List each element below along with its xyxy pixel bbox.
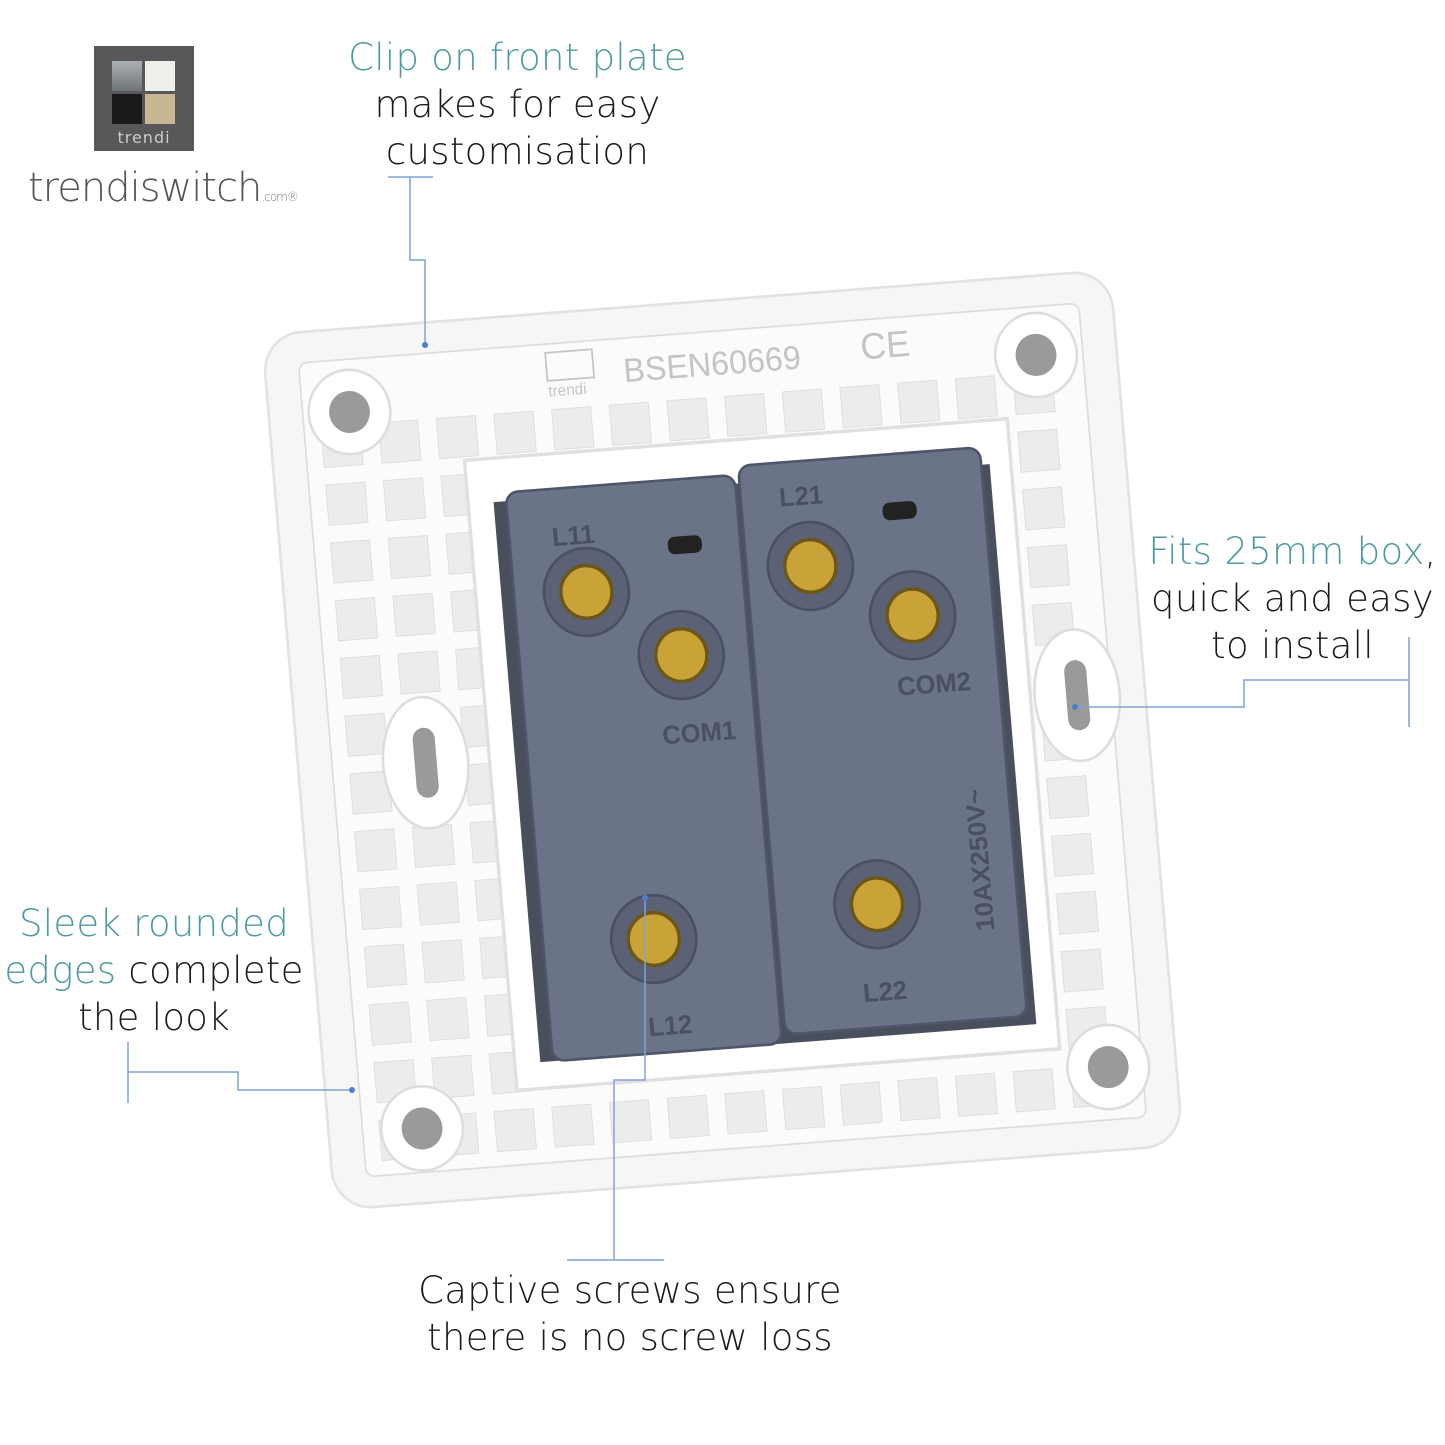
marking-l11: L11 — [551, 521, 596, 553]
frame-rib-cell — [1017, 428, 1061, 473]
logo-tile-gold — [145, 94, 175, 124]
frame-rib-cell — [1026, 544, 1071, 589]
frame-rib-cell — [608, 401, 653, 446]
callout-clip-on-plate: Clip on front plate makes for easy custo… — [300, 34, 735, 175]
marking-com2: COM2 — [896, 668, 972, 702]
callout-captive-line1: Captive screws ensure — [418, 1269, 842, 1312]
frame-rib-cell — [411, 823, 456, 868]
logo-tile-white — [145, 61, 175, 91]
frame-rib-cell — [493, 1108, 537, 1153]
frame-rib-cell — [382, 477, 427, 522]
terminal-screws — [559, 537, 940, 968]
callout-sleek-line3: the look — [78, 996, 230, 1039]
frame-rib-cell — [339, 654, 384, 700]
leader-lines — [127, 176, 1410, 1261]
logo-tile-black — [112, 94, 142, 124]
fixing-holes — [307, 311, 1151, 1172]
callout-sleek-edges: Sleek rounded edges complete the look — [0, 900, 308, 1041]
frame-rib-cell — [1055, 890, 1100, 935]
frame-rib-cell — [344, 712, 388, 757]
switch-mechanism: L11 L21 COM1 COM2 L12 L22 10AX250V~ — [505, 446, 1028, 1062]
frame-rib-cell — [435, 415, 480, 460]
marking-l21: L21 — [778, 481, 824, 513]
frame-rib-cell — [666, 1094, 710, 1139]
callout-fits-tail: , — [1424, 530, 1437, 573]
logo-tile-chrome — [112, 61, 142, 91]
frame-rib-cell — [334, 597, 379, 642]
frame-rib-cell — [387, 534, 432, 580]
frame-rib-cell — [666, 397, 710, 442]
frame-rib-cell — [897, 1077, 941, 1122]
callout-fits-box: Fits 25mm box, quick and easy to install — [1120, 528, 1445, 669]
callout-clip-line3: customisation — [385, 130, 650, 173]
wordmark-text: trendiswitch — [28, 165, 262, 211]
frame-rib-cell — [781, 1085, 826, 1131]
frame-rib-cell — [325, 481, 369, 526]
callout-fits-line2: quick and easy — [1151, 577, 1434, 620]
frame-rib-cell — [724, 1090, 768, 1135]
frame-rib-cell — [421, 939, 465, 984]
callout-fits-highlight: Fits 25mm box — [1148, 530, 1425, 573]
frame-rib-cell — [724, 392, 768, 438]
frame-rib-cell — [1012, 1068, 1056, 1113]
frame-rib-cell — [493, 410, 537, 455]
logo-badge-text: trendi — [117, 128, 171, 147]
frame-rib-cell — [839, 1081, 883, 1126]
frame-rib-cell — [551, 1103, 595, 1148]
wordmark-suffix: .com® — [261, 190, 298, 204]
frame-rib-cell — [431, 1054, 475, 1099]
marking-com1: COM1 — [661, 717, 737, 751]
frame-rib-cell — [1022, 486, 1066, 531]
frame-rib-cell — [608, 1099, 653, 1144]
frame-rib-cell — [330, 539, 374, 584]
frame-rib-cell — [392, 592, 436, 637]
logo-wordmark: trendiswitch.com® — [28, 165, 299, 211]
trendi-logo-badge: trendi — [94, 46, 194, 151]
callout-sleek-highlight1: Sleek rounded — [18, 902, 290, 945]
frame-rib-cell — [897, 379, 941, 424]
callout-captive-line2: there is no screw loss — [427, 1316, 833, 1359]
frame-rib-cell — [781, 388, 826, 433]
frame-rib-cell — [1050, 832, 1095, 878]
callout-sleek-highlight2: edges — [4, 949, 117, 992]
marking-l12: L12 — [647, 1011, 693, 1043]
callout-sleek-tail2: complete — [116, 949, 304, 992]
frame-rib-cell — [1046, 775, 1090, 820]
frame-rib-cell — [358, 885, 403, 931]
marking-ce: CE — [859, 322, 912, 367]
frame-rib-cell — [954, 1072, 999, 1117]
frame-rib-cell — [426, 996, 470, 1042]
callout-clip-highlight: Clip on front plate — [348, 36, 687, 79]
frame-rib-cell — [551, 406, 595, 451]
frame-rib-cell — [1060, 948, 1104, 993]
frame-rib-cell — [354, 828, 398, 873]
callout-fits-line3: to install — [1211, 624, 1374, 667]
frame-rib-cell — [368, 1001, 412, 1046]
marking-brand: trendi — [548, 381, 588, 401]
marking-logo-icon — [544, 348, 596, 382]
frame-rib-cell — [839, 384, 883, 429]
frame-rib-cell — [378, 419, 422, 464]
callout-captive-screws: Captive screws ensure there is no screw … — [400, 1267, 860, 1361]
frame-rib-cell — [416, 881, 460, 926]
marking-l22: L22 — [862, 977, 908, 1009]
frame-rib-cell — [363, 943, 408, 988]
frame-rib-cell — [397, 650, 441, 695]
frame-rib-cell — [954, 375, 999, 420]
callout-clip-line2: makes for easy — [374, 83, 661, 126]
